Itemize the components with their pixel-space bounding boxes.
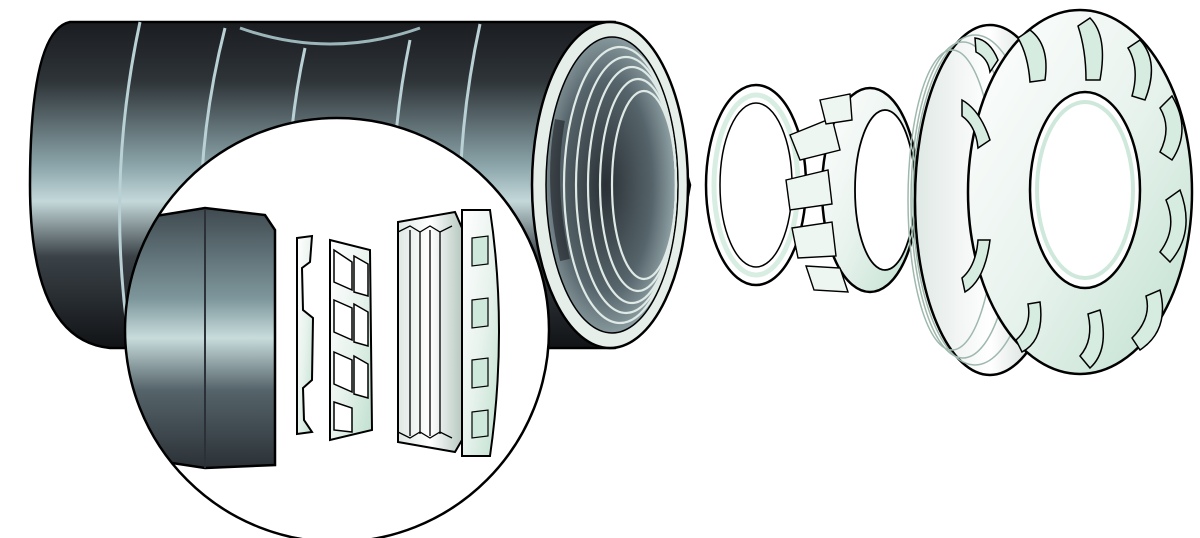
fitting-ribs xyxy=(961,17,1187,370)
pipe-inner-shadow xyxy=(550,119,570,262)
detail-callout-circle xyxy=(123,116,551,538)
pipe-band-1 xyxy=(118,21,142,349)
threaded-face-fitting xyxy=(907,8,1194,377)
detail-grip-collet xyxy=(329,238,374,442)
detail-retaining-ring xyxy=(296,234,315,436)
detail-pipe-section xyxy=(125,206,277,470)
fitting-center-bore xyxy=(1028,90,1142,290)
tee-saddle xyxy=(239,26,421,46)
detail-circle-outline xyxy=(123,116,551,538)
grip-collet xyxy=(785,86,920,294)
pipe-internal-threads xyxy=(562,45,678,325)
detail-threaded-nut xyxy=(397,209,500,457)
